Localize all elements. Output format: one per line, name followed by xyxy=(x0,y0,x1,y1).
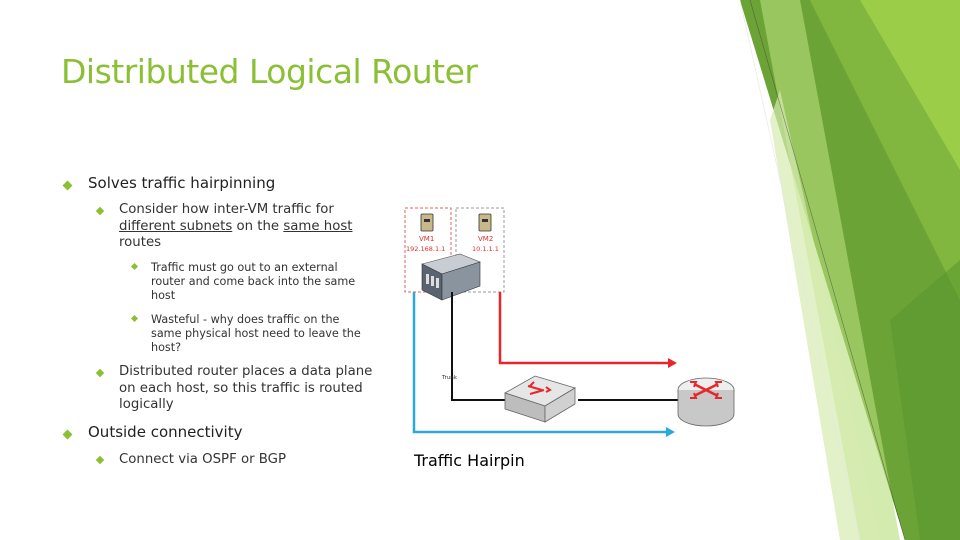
bullet-traffic-must-go-out: Traffic must go out to an external route… xyxy=(151,261,355,303)
bullet-line-1: Wasteful - why does traffic on the xyxy=(151,313,340,326)
network-switch-icon xyxy=(504,375,576,423)
vm2-name: VM2 xyxy=(478,235,493,243)
bullet-distributed-router: Distributed router places a data plane o… xyxy=(119,364,372,414)
underlined-same-host: same host xyxy=(283,218,353,234)
vm1-ip: 192.168.1.1 xyxy=(406,245,445,253)
underlined-different-subnets: different subnets xyxy=(119,218,233,234)
slide-title: Distributed Logical Router xyxy=(61,52,478,91)
bullet-line-1: Distributed router places a data plane xyxy=(119,364,373,379)
bullet-line-3: logically xyxy=(119,397,174,412)
bullet-line-2: different subnets on the same host xyxy=(119,219,352,236)
bullet-wasteful: Wasteful - why does traffic on the same … xyxy=(151,313,361,355)
bullet-consider-inter-vm: Consider how inter-VM traffic for differ… xyxy=(119,202,352,252)
vm2-ip: 10.1.1.1 xyxy=(472,245,499,253)
bullet-line-2: on each host, so this traffic is routed xyxy=(119,380,363,396)
traffic-hairpin-diagram: VM1 192.168.1.1 VM2 10.1.1.1 Trunk xyxy=(404,207,735,437)
bullet-line-3: host xyxy=(151,289,176,302)
red-arrowhead-icon xyxy=(668,358,677,368)
bullet-line-3: routes xyxy=(119,235,162,250)
bullet-text-mid: on the xyxy=(232,218,284,234)
bullet-line-2: same physical host need to leave the xyxy=(151,327,361,340)
trunk-label: Trunk xyxy=(441,375,458,381)
router-icon xyxy=(677,377,735,427)
bullet-line-1: Consider how inter-VM traffic for xyxy=(119,202,334,217)
physical-host-server-icon xyxy=(421,253,481,301)
vm1-server-icon xyxy=(420,213,434,232)
vm2-host-box xyxy=(455,207,505,293)
vm2-server-icon xyxy=(478,213,492,232)
bullet-solves-hairpinning: Solves traffic hairpinning xyxy=(88,174,276,192)
bullet-line-2: router and come back into the same xyxy=(151,275,356,288)
bullet-line-1: Traffic must go out to an external xyxy=(151,261,338,274)
diagram-caption: Traffic Hairpin xyxy=(414,451,525,470)
trunk-link-line xyxy=(451,292,528,401)
bullet-connect-ospf-bgp: Connect via OSPF or BGP xyxy=(119,452,286,467)
red-hairpin-path xyxy=(498,292,670,365)
vm1-name: VM1 xyxy=(419,235,434,243)
blue-arrowhead-icon xyxy=(666,427,675,437)
bullet-line-3: host? xyxy=(151,341,182,354)
bullet-outside-connectivity: Outside connectivity xyxy=(88,423,243,441)
blue-hairpin-path xyxy=(412,292,668,434)
